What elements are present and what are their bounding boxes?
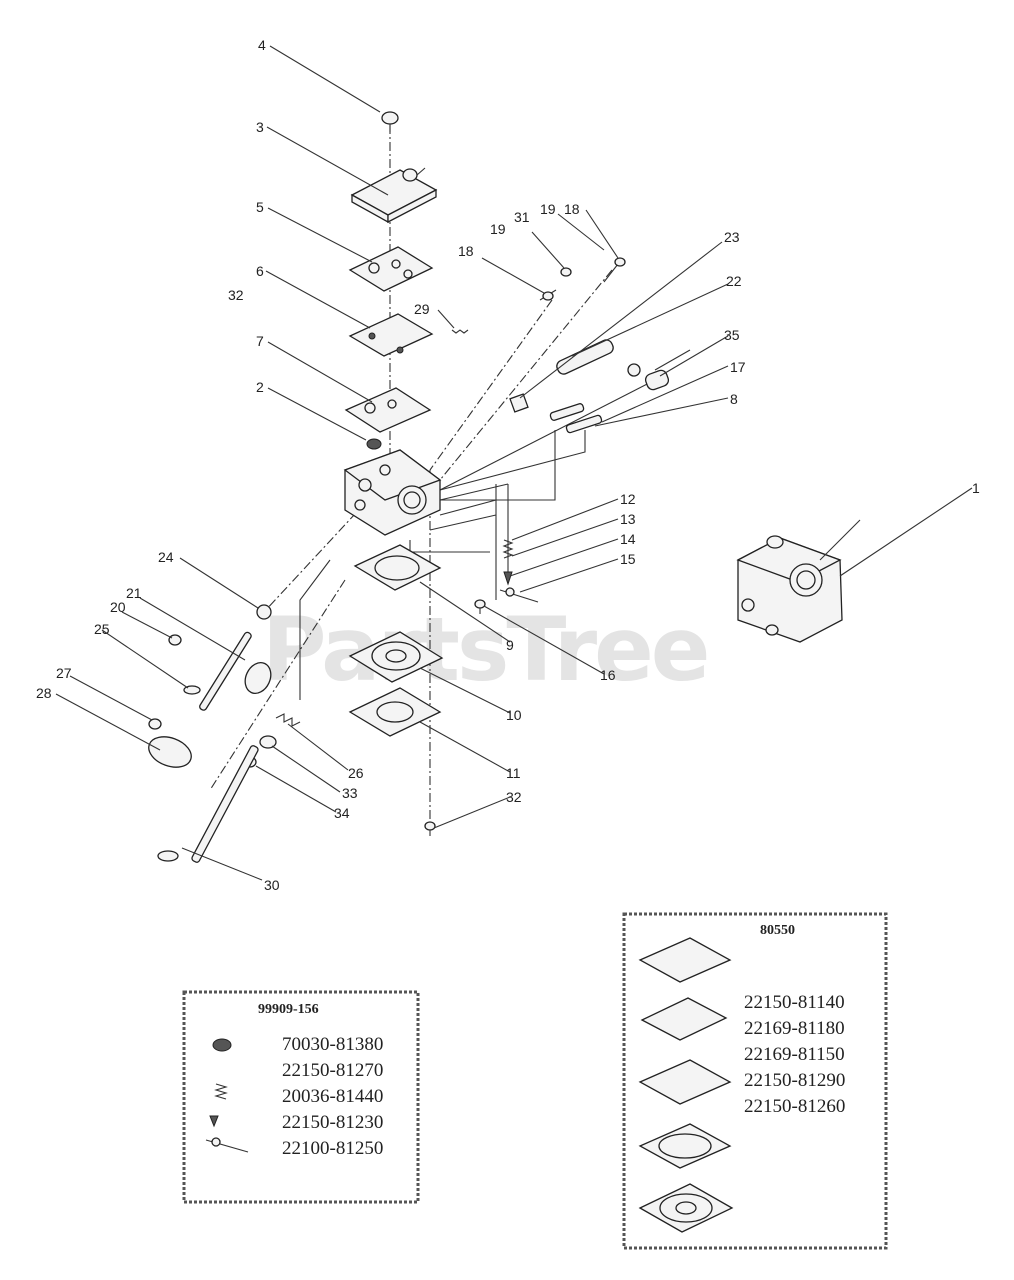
callout-3: 3	[256, 119, 264, 135]
assembly-axis-lines	[209, 125, 691, 830]
part-screen-2	[366, 438, 382, 450]
part-screw-20	[168, 634, 182, 646]
callout-labels: 1 2 3 4 5 6 7 8 9 10 11 12 13 14 15 16 1…	[36, 37, 980, 893]
part-choke-plate-28	[148, 736, 192, 768]
part-gasket-9	[353, 544, 442, 591]
callout-27: 27	[56, 665, 72, 681]
callout-12: 12	[620, 491, 636, 507]
part-screw-32	[424, 821, 436, 836]
kit-part-number: 22150-81140	[744, 992, 845, 1013]
callout-16: 16	[600, 667, 616, 683]
part-jet-22	[556, 339, 614, 375]
part-collar-33	[259, 735, 277, 749]
part-screw-18-top	[603, 257, 626, 283]
part-screw-4	[381, 111, 399, 132]
kit-part-number: 22100-81250	[282, 1138, 383, 1159]
kit-icons	[205, 1038, 249, 1153]
part-nozzle-23	[509, 393, 529, 413]
callout-9: 9	[506, 637, 514, 653]
part-pump-cover-3	[350, 167, 438, 224]
kit-part-number: 22150-81270	[282, 1060, 383, 1081]
kit-title: 99909-156	[258, 1002, 319, 1017]
kit-box-80550: 80550 22150-81140 22169-81180 22169-8115…	[622, 912, 888, 1250]
part-spring-13	[502, 539, 514, 559]
parts-tree-watermark: PartsTree	[262, 598, 707, 701]
callout-13: 13	[620, 511, 636, 527]
callout-19-right: 19	[540, 201, 556, 217]
part-spring-29	[451, 329, 469, 334]
callout-18-lower: 18	[458, 243, 474, 259]
callout-4: 4	[258, 37, 266, 53]
kit-part-number: 70030-81380	[282, 1034, 383, 1055]
kit-part-number: 22150-81290	[744, 1070, 845, 1091]
callout-33: 33	[342, 785, 358, 801]
part-assembly-1	[736, 519, 861, 643]
part-needle-8	[565, 414, 603, 434]
leader-lines	[55, 45, 973, 881]
part-lever-15	[499, 587, 539, 603]
callout-31: 31	[514, 209, 530, 225]
callout-11: 11	[506, 765, 521, 781]
part-needle-17	[549, 403, 585, 421]
callout-29: 29	[414, 301, 430, 317]
callout-17: 17	[730, 359, 746, 375]
part-diaphragm-10	[348, 631, 444, 683]
part-gasket-5	[348, 246, 434, 292]
kit-icons	[638, 937, 734, 1233]
kit-part-number: 22169-81150	[744, 1044, 845, 1065]
kit-box-99909-156: 99909-156 70030-81380 22150-81270 20036-…	[182, 990, 420, 1204]
callout-15: 15	[620, 551, 636, 567]
part-screw-27	[148, 718, 162, 730]
callout-32-right: 32	[506, 789, 522, 805]
part-valve-plate-25	[244, 661, 272, 695]
callout-18-upper: 18	[564, 201, 580, 217]
callout-10: 10	[506, 707, 522, 723]
callout-25: 25	[94, 621, 110, 637]
callout-23: 23	[724, 229, 740, 245]
kit-part-number: 22150-81230	[282, 1112, 383, 1133]
callout-22: 22	[726, 273, 742, 289]
callout-35: 35	[724, 327, 740, 343]
callout-26: 26	[348, 765, 364, 781]
callout-24: 24	[158, 549, 174, 565]
callout-1: 1	[972, 480, 980, 496]
kit-title: 80550	[760, 923, 795, 938]
part-choke-shaft-30	[157, 745, 259, 863]
callout-14: 14	[620, 531, 636, 547]
part-throttle-shaft-21	[183, 631, 252, 711]
part-inlet-needle-14	[503, 571, 513, 586]
callout-34: 34	[334, 805, 350, 821]
part-diaphragm-6	[348, 313, 434, 357]
part-cover-11	[348, 687, 442, 737]
callout-2: 2	[256, 379, 264, 395]
callout-6: 6	[256, 263, 264, 279]
callout-8: 8	[730, 391, 738, 407]
callout-7: 7	[256, 333, 264, 349]
part-plug-35	[627, 363, 670, 391]
kit-part-number: 22150-81260	[744, 1096, 845, 1117]
part-plate-7	[344, 387, 432, 433]
part-screw-16	[474, 599, 486, 614]
callout-21: 21	[126, 585, 142, 601]
callout-30: 30	[264, 877, 280, 893]
part-needle-18	[539, 289, 557, 301]
callout-32-left: 32	[228, 287, 244, 303]
callout-28: 28	[36, 685, 52, 701]
callout-5: 5	[256, 199, 264, 215]
part-washer-24	[256, 604, 272, 620]
callout-19-left: 19	[490, 221, 506, 237]
part-spring-19	[560, 267, 572, 277]
callout-20: 20	[110, 599, 126, 615]
kit-part-number: 22169-81180	[744, 1018, 845, 1039]
part-carburetor-body	[343, 449, 442, 536]
kit-part-number: 20036-81440	[282, 1086, 383, 1107]
part-spring-26	[275, 713, 301, 727]
